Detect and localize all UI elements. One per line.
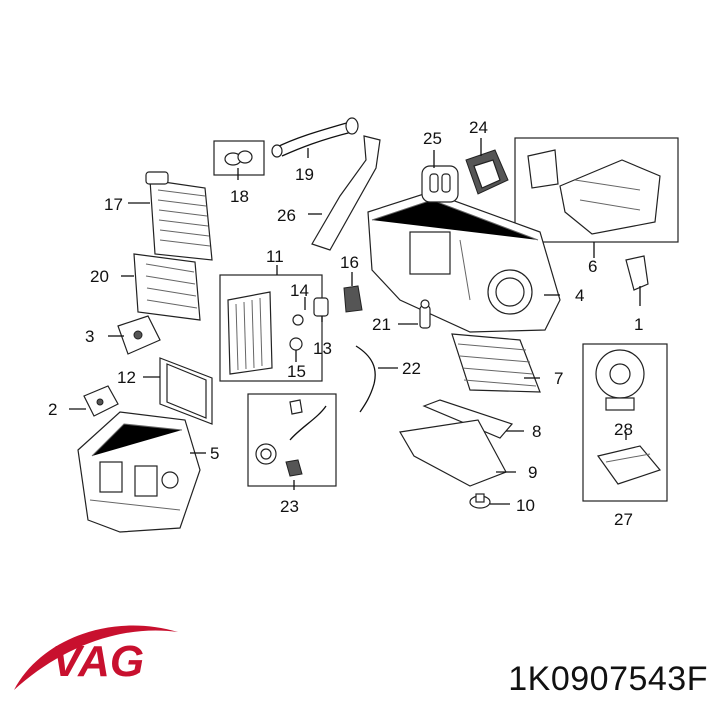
callout-15: 15 xyxy=(287,362,306,381)
hose-22 xyxy=(355,345,376,413)
callout-18: 18 xyxy=(230,187,249,206)
callout-4: 4 xyxy=(575,286,584,305)
callout-27: 27 xyxy=(614,510,633,529)
frame-23 xyxy=(247,393,337,487)
callout-16: 16 xyxy=(340,253,359,272)
vag-logo-text: VAG xyxy=(52,637,144,686)
fittings-23 xyxy=(255,399,327,477)
callout-8: 8 xyxy=(532,422,541,441)
seal-24 xyxy=(465,149,509,195)
callout-24: 24 xyxy=(469,118,488,137)
callout-1: 1 xyxy=(634,315,643,334)
callout-20: 20 xyxy=(90,267,109,286)
frame-18 xyxy=(213,140,265,176)
frame-6 xyxy=(514,137,679,243)
callout-6: 6 xyxy=(588,257,597,276)
main-housing-4 xyxy=(367,191,561,333)
seal-plate-9 xyxy=(399,419,507,487)
callout-21: 21 xyxy=(372,315,391,334)
evaporator-20 xyxy=(133,253,201,321)
callout-23: 23 xyxy=(280,497,299,516)
pipes-19 xyxy=(271,117,359,158)
callout-13: 13 xyxy=(313,339,332,358)
heater-core-17 xyxy=(145,171,213,261)
callout-3: 3 xyxy=(85,327,94,346)
actuator-2 xyxy=(83,385,119,417)
callout-labels: 17 18 19 26 25 24 6 20 11 16 14 13 15 3 … xyxy=(48,118,643,529)
callout-7: 7 xyxy=(554,369,563,388)
o-ring-15 xyxy=(289,337,303,351)
part-number: 1K0907543F xyxy=(508,660,708,698)
callout-17: 17 xyxy=(104,195,123,214)
module-27 xyxy=(596,445,662,485)
bracket-26 xyxy=(311,135,381,251)
callout-26: 26 xyxy=(277,206,296,225)
vag-logo: VAG xyxy=(14,625,178,690)
callout-9: 9 xyxy=(528,463,537,482)
callout-22: 22 xyxy=(402,359,421,378)
leader-lines xyxy=(69,138,641,505)
seal-25 xyxy=(421,165,459,203)
callout-11: 11 xyxy=(266,247,284,266)
callout-2: 2 xyxy=(48,400,57,419)
clips-18 xyxy=(224,150,253,166)
callout-12: 12 xyxy=(117,368,136,387)
upper-housing-6 xyxy=(527,149,661,235)
valve-13 xyxy=(313,297,329,317)
callout-14: 14 xyxy=(290,281,309,300)
blower-motor-28 xyxy=(595,349,645,411)
valve-21 xyxy=(419,299,431,329)
actuator-3 xyxy=(117,315,161,355)
callout-25: 25 xyxy=(423,129,442,148)
filter-7 xyxy=(451,333,541,393)
callout-28: 28 xyxy=(614,420,633,439)
evaporator-core-11 xyxy=(227,291,273,375)
o-ring-14 xyxy=(292,314,304,326)
callout-10: 10 xyxy=(516,496,535,515)
fastener-10 xyxy=(469,493,491,509)
frame-11 xyxy=(219,274,323,382)
bracket-16 xyxy=(343,285,363,313)
sensor-1 xyxy=(625,255,649,291)
callout-19: 19 xyxy=(295,165,314,184)
frame-27 xyxy=(582,343,668,502)
callout-5: 5 xyxy=(210,444,219,463)
lower-housing-5 xyxy=(77,411,201,533)
filter-frame-12 xyxy=(159,357,213,425)
